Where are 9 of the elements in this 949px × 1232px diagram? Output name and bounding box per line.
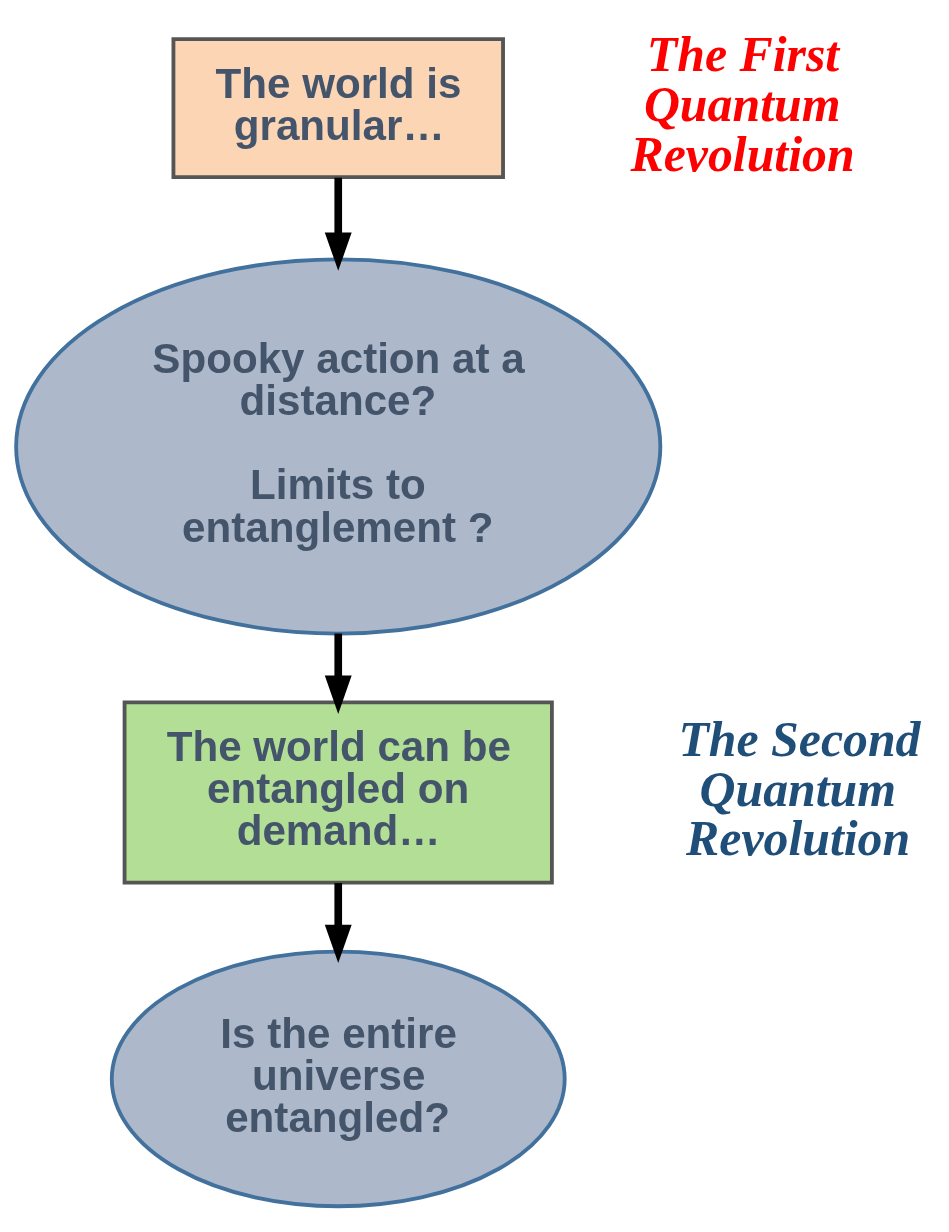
arrow <box>324 883 352 964</box>
node-box: The world is granular… <box>171 37 505 179</box>
node-ellipse: Spooky action at a distance? Limits to entanglement ? <box>14 257 663 636</box>
node-ellipse: Is the entire universe entangled? <box>109 949 567 1209</box>
arrow <box>324 633 352 714</box>
arrow <box>324 177 352 271</box>
node-label: The First Quantum Revolution <box>630 27 855 182</box>
node-box: The world can be entangled on demand… <box>122 700 554 885</box>
node-label: The Second Quantum Revolution <box>678 711 921 867</box>
